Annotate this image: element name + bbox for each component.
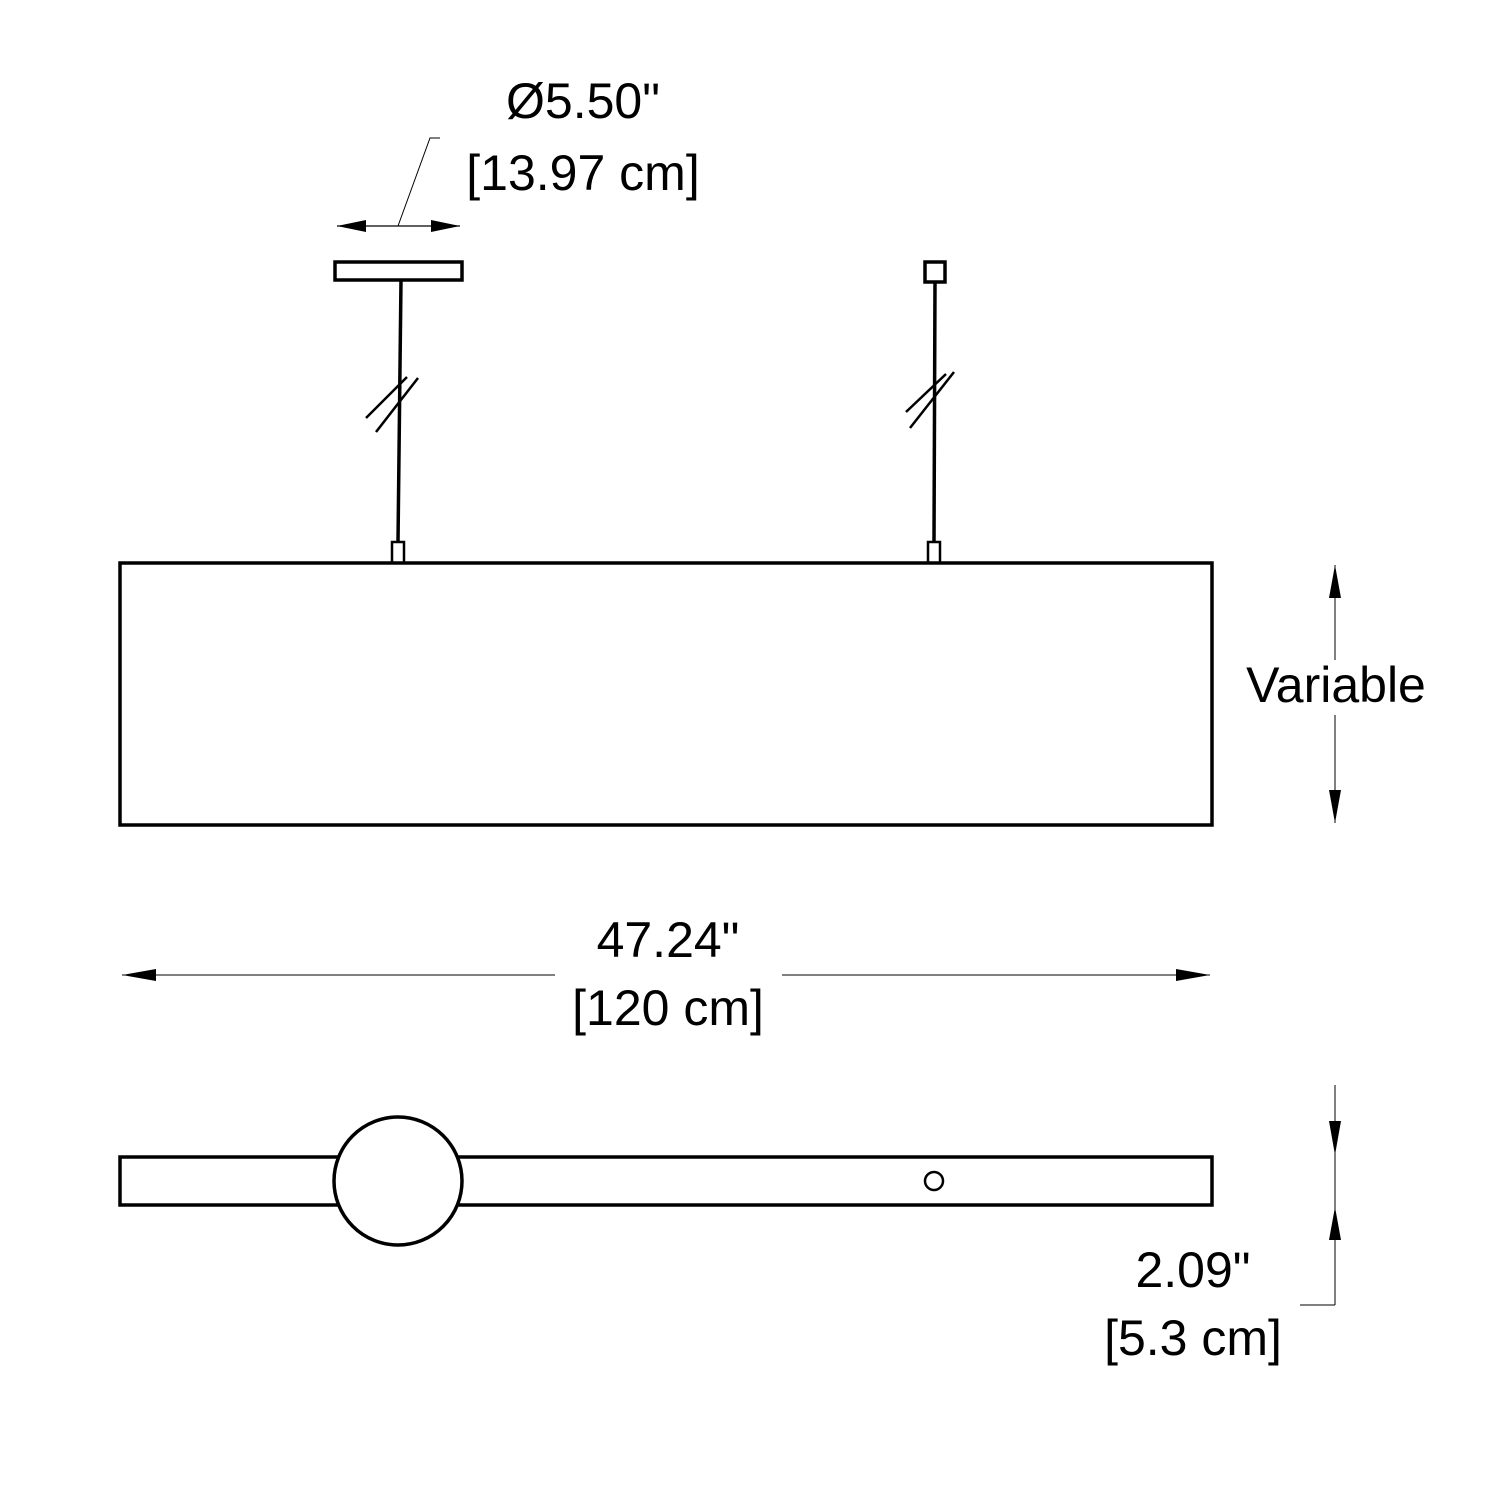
- canopy-top-view: [332, 1115, 464, 1247]
- depth-dimension: 2.09" [5.3 cm]: [1104, 1085, 1341, 1366]
- point-canopy: [923, 260, 947, 284]
- arrow-left-icon: [337, 220, 366, 232]
- height-variable-label: Variable: [1246, 657, 1426, 713]
- fixture-bar: [118, 1155, 1214, 1207]
- right-cable-connector: [926, 540, 942, 565]
- cable-break-mark: [905, 373, 947, 413]
- height-dimension: Variable: [1246, 565, 1426, 823]
- right-suspension: [905, 260, 955, 565]
- cable-break-mark: [375, 377, 419, 433]
- length-imperial: 47.24": [597, 912, 740, 968]
- fixture-top-view: [118, 1115, 1214, 1247]
- depth-metric: [5.3 cm]: [1104, 1310, 1282, 1366]
- arrow-up-icon: [1329, 1207, 1341, 1240]
- length-metric: [120 cm]: [572, 980, 764, 1036]
- point-mount-top-view: [923, 1170, 945, 1192]
- left-cable: [396, 279, 403, 543]
- arrow-right-icon: [431, 220, 460, 232]
- arrow-up-icon: [1329, 565, 1341, 598]
- arrow-down-icon: [1329, 790, 1341, 823]
- cable-break-mark: [909, 371, 955, 429]
- right-cable: [932, 281, 937, 543]
- depth-imperial: 2.09": [1135, 1242, 1250, 1298]
- left-cable-connector: [390, 540, 406, 565]
- length-dimension: 47.24" [120 cm]: [122, 912, 1210, 1036]
- canopy-diameter-metric: [13.97 cm]: [466, 145, 699, 201]
- arrow-down-icon: [1329, 1121, 1341, 1155]
- leader-line: [397, 137, 440, 227]
- arrow-right-icon: [1176, 969, 1210, 981]
- round-canopy: [333, 260, 464, 282]
- left-suspension: [333, 260, 464, 565]
- canopy-diameter-imperial: Ø5.50": [506, 73, 660, 129]
- fixture-front-view: [118, 561, 1214, 827]
- cable-break-mark: [365, 376, 408, 419]
- canopy-diameter-dimension: Ø5.50" [13.97 cm]: [337, 73, 700, 232]
- arrow-left-icon: [122, 969, 156, 981]
